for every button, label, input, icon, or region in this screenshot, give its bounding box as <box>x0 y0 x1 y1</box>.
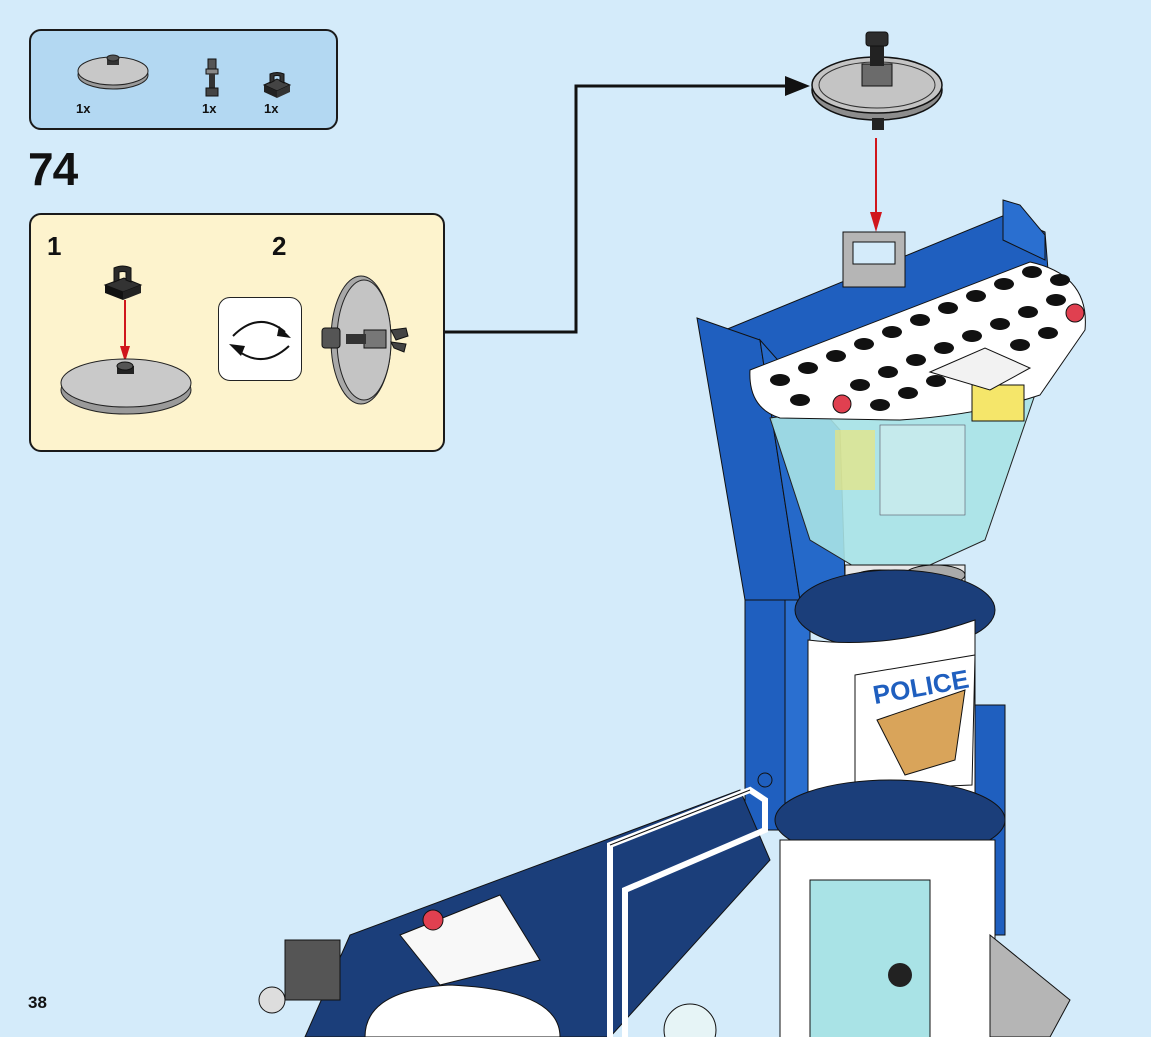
sub-step-number: 2 <box>272 231 287 261</box>
page-number: 38 <box>28 993 47 1012</box>
dish-part-icon <box>77 54 149 90</box>
part-quantity: 1x <box>264 101 279 116</box>
part-quantity: 1x <box>202 101 217 116</box>
part-quantity: 1x <box>76 101 91 116</box>
placement-arrow <box>870 138 882 232</box>
parts-list-box: 1x 1x 1x <box>29 29 338 130</box>
rotate-arrows-icon <box>229 320 291 360</box>
sub-step-number: 1 <box>47 231 62 261</box>
sub-step-1-illustration <box>60 265 192 415</box>
antenna-part-icon <box>205 58 219 97</box>
assembled-dish-illustration <box>811 31 943 130</box>
sub-assembly-box: 1 2 <box>29 213 445 452</box>
clip-part-icon <box>262 72 292 98</box>
sub-step-2-illustration <box>321 275 409 405</box>
rotate-model-button <box>218 297 302 381</box>
top-plate-studs <box>770 266 1070 411</box>
step-number: 74 <box>28 143 78 195</box>
